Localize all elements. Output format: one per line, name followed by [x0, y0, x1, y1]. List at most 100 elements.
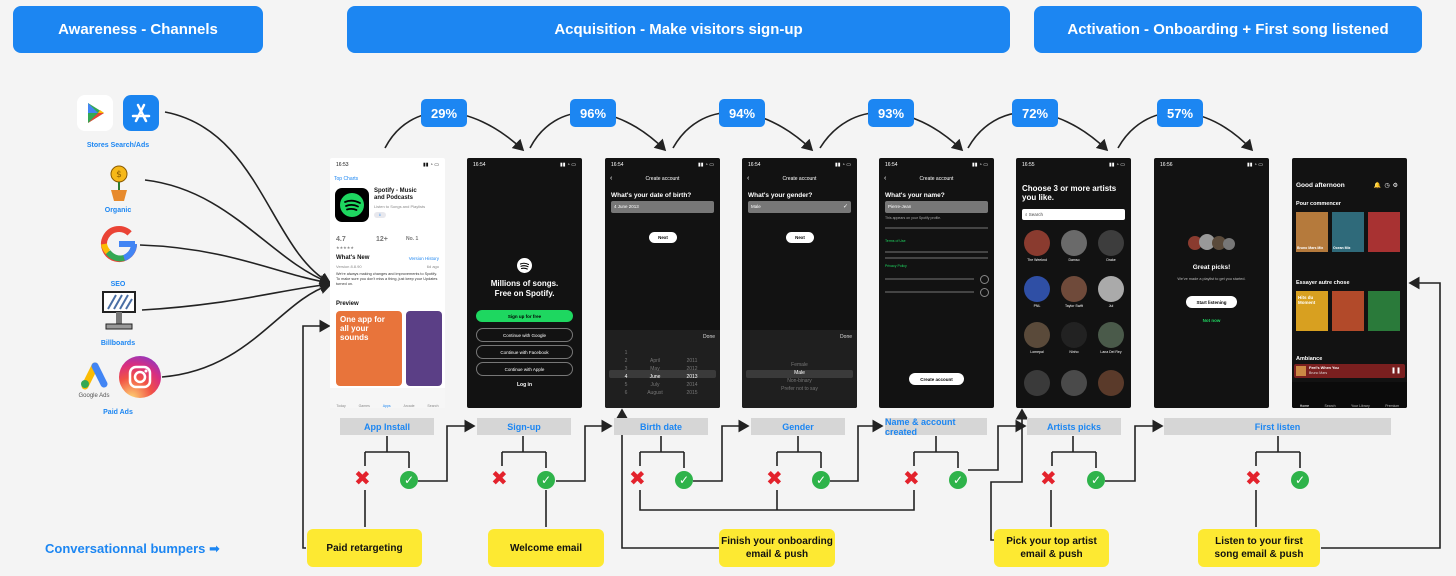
tab-library[interactable]: Your Library — [1351, 404, 1370, 408]
spotify-app-icon — [335, 188, 369, 222]
artist-search-input[interactable]: ⌕ Search — [1022, 209, 1125, 220]
tab-search[interactable]: Search — [1324, 404, 1336, 408]
artist-avatar[interactable] — [1061, 322, 1087, 348]
next-button[interactable]: Next — [786, 232, 814, 243]
artist-avatar[interactable] — [1098, 322, 1124, 348]
status-time: 16:54 — [473, 162, 486, 168]
next-button[interactable]: Next — [649, 232, 677, 243]
artist-avatar[interactable] — [1024, 322, 1050, 348]
success-check-icon: ✓ — [400, 471, 418, 489]
name-screen: 16:54▮▮ ◔ ▭ ‹ Create account What's your… — [879, 158, 994, 408]
back-arrow-icon[interactable]: ‹ — [610, 175, 613, 182]
artist-name: Lomepal — [1030, 350, 1044, 354]
artist-avatar[interactable] — [1061, 230, 1087, 256]
birthdate-field[interactable]: 4 June 2013 — [611, 201, 714, 213]
artist-avatar[interactable] — [1024, 370, 1050, 396]
rating-value: 4.7 — [336, 236, 346, 243]
drop-off-cross-icon: ✖ — [1245, 468, 1262, 490]
tab-home[interactable]: Home — [1299, 404, 1310, 408]
chart-rank: No. 1 — [406, 236, 419, 242]
tab-premium[interactable]: Premium — [1385, 404, 1400, 408]
spotify-logo-icon — [517, 258, 532, 273]
pause-icon[interactable]: ❚❚ — [1390, 368, 1401, 374]
conversion-rate-4: 93% — [868, 99, 914, 127]
playlist-card[interactable] — [1332, 291, 1364, 331]
get-button[interactable]: ⭳ — [374, 212, 386, 218]
marketing-optin-checkbox[interactable] — [980, 275, 989, 284]
artist-avatar[interactable] — [1061, 370, 1087, 396]
status-time: 16:53 — [336, 162, 349, 168]
app-store-tab-bar: Today Games Apps Arcade Search — [330, 388, 445, 408]
artist-avatar[interactable] — [1061, 276, 1087, 302]
awareness-header: Awareness - Channels — [13, 6, 263, 53]
tab-games[interactable]: Games — [358, 404, 370, 408]
back-link[interactable]: Top Charts — [334, 176, 359, 182]
playlist-card[interactable]: Hits du Moment — [1296, 291, 1328, 331]
artist-avatar[interactable] — [1024, 230, 1050, 256]
continue-apple-button[interactable]: Continue with Apple — [476, 362, 573, 376]
optin-text-line — [885, 291, 974, 293]
track-artist: Bruno Mars — [1309, 371, 1328, 375]
not-now-link[interactable]: Not now — [1202, 318, 1221, 323]
track-title: Feel's When You — [1309, 366, 1339, 370]
gender-screen: 16:54▮▮ ◔ ▭ ‹ Create account What's your… — [742, 158, 857, 408]
svg-text:$: $ — [116, 170, 122, 180]
playlist-card[interactable]: Bruno Mars Mix — [1296, 212, 1328, 252]
terms-link[interactable]: Terms of Use — [885, 239, 906, 243]
privacy-link[interactable]: Privacy Policy — [885, 264, 907, 268]
login-link[interactable]: Log in — [517, 382, 532, 388]
gender-field[interactable]: Male — [748, 201, 851, 213]
tab-apps[interactable]: Apps — [382, 404, 391, 408]
picked-artist-avatar — [1223, 238, 1235, 250]
tab-search[interactable]: Search — [427, 404, 439, 408]
legal-text-line — [885, 251, 988, 253]
status-icons: ▮▮ ◔ ▭ — [1108, 162, 1125, 168]
version-history-link[interactable]: Version History — [408, 256, 439, 261]
paid-ads-label: Paid Ads — [103, 409, 133, 416]
section-heading: Essayer autre chose — [1296, 280, 1350, 286]
continue-facebook-button[interactable]: Continue with Facebook — [476, 345, 573, 359]
note-paid-retargeting: Paid retargeting — [307, 529, 422, 567]
back-arrow-icon[interactable]: ‹ — [747, 175, 750, 182]
home-top-icons[interactable]: 🔔◷⚙ — [1373, 183, 1401, 189]
done-button[interactable]: Done — [840, 334, 852, 340]
conversion-rate-5: 72% — [1012, 99, 1058, 127]
status-time: 16:54 — [885, 162, 898, 168]
create-account-button[interactable]: Create account — [909, 373, 964, 385]
name-field[interactable]: Pierre-Jean — [885, 201, 988, 213]
artist-avatar[interactable] — [1024, 276, 1050, 302]
signup-free-button[interactable]: Sign up for free — [476, 310, 573, 322]
tab-today[interactable]: Today — [336, 404, 346, 408]
birthdate-question: What's your date of birth? — [611, 192, 692, 199]
playlist-card[interactable] — [1368, 212, 1400, 252]
picked-artist-avatar — [1199, 234, 1215, 250]
success-check-icon: ✓ — [812, 471, 830, 489]
artist-avatar[interactable] — [1098, 276, 1124, 302]
now-playing-bar[interactable]: Feel's When You Bruno Mars ❚❚ — [1294, 364, 1405, 378]
playlist-card[interactable] — [1368, 291, 1400, 331]
data-share-checkbox[interactable] — [980, 288, 989, 297]
artist-name: PNL — [1033, 304, 1041, 308]
start-listening-button[interactable]: Start listening — [1186, 296, 1237, 308]
back-arrow-icon[interactable]: ‹ — [884, 175, 887, 182]
section-heading: Ambiance — [1296, 356, 1323, 362]
step-app-install: App Install — [340, 418, 434, 435]
tab-arcade[interactable]: Arcade — [403, 404, 415, 408]
bumpers-label: Conversationnal bumpers ➡ — [45, 541, 220, 556]
drop-off-cross-icon: ✖ — [903, 468, 920, 490]
playlist-card[interactable]: Ocean Mix — [1332, 212, 1364, 252]
artist-avatar[interactable] — [1098, 370, 1124, 396]
continue-google-button[interactable]: Continue with Google — [476, 328, 573, 342]
artist-avatar[interactable] — [1098, 230, 1124, 256]
conversion-rate-6: 57% — [1157, 99, 1203, 127]
screen-title: Create account — [782, 176, 817, 182]
done-button[interactable]: Done — [703, 334, 715, 340]
